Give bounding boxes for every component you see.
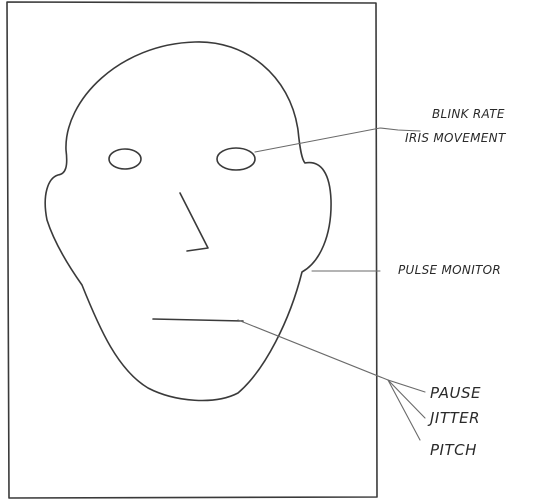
mouth: [153, 319, 243, 321]
pitch-label: PITCH: [430, 441, 477, 459]
nose: [180, 193, 208, 251]
iris-movement-label: IRIS MOVEMENT: [405, 131, 507, 145]
pause-label: PAUSE: [430, 384, 481, 402]
mouth-leader-line: [238, 320, 388, 380]
right-eye: [217, 148, 255, 170]
head-outline: [45, 42, 331, 401]
pulse-monitor-label: PULSE MONITOR: [398, 263, 501, 277]
blink-rate-label: BLINK RATE: [432, 107, 505, 121]
eye-leader-line: [255, 128, 420, 152]
jitter-label: JITTER: [427, 409, 480, 427]
left-eye: [109, 149, 141, 169]
